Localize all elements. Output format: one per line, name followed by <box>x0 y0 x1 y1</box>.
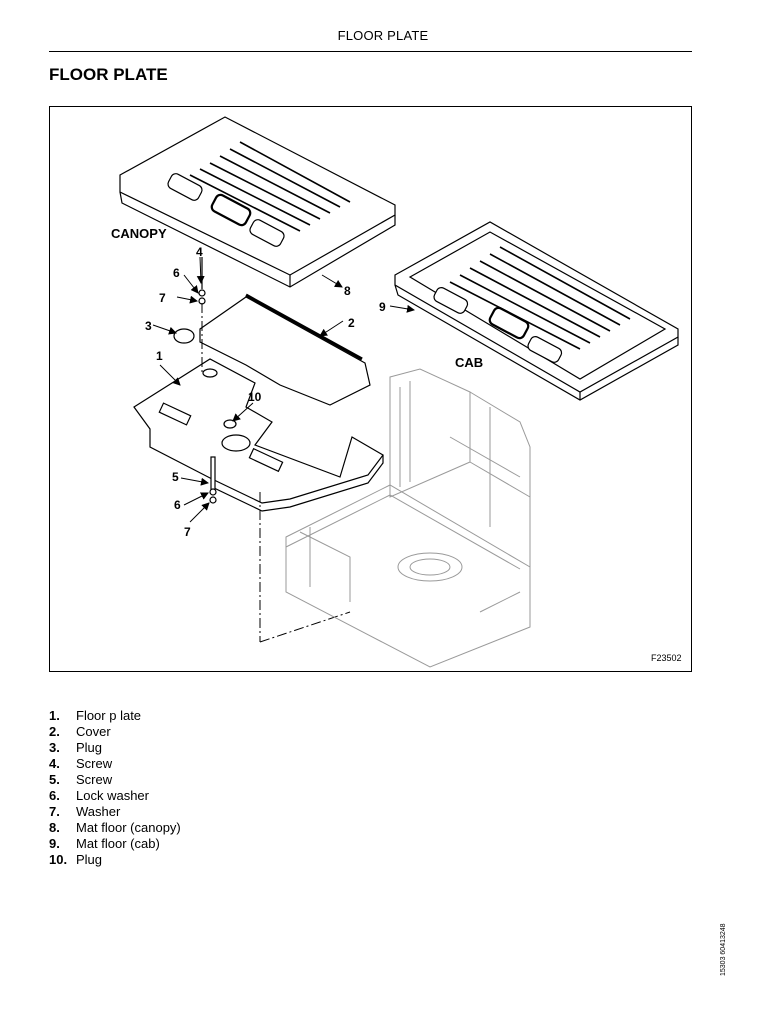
legend-number: 3. <box>49 740 60 755</box>
legend-text: Washer <box>76 804 121 819</box>
legend-number: 4. <box>49 756 60 771</box>
cab-label: CAB <box>455 355 483 370</box>
legend-item: 3. Plug <box>49 740 181 756</box>
legend-text: Plug <box>76 852 103 867</box>
legend-item: 8. Mat floor (canopy) <box>49 820 181 836</box>
leader-lines <box>152 256 415 523</box>
callout-2: 2 <box>348 316 355 330</box>
exploded-view-drawing: CANOPY CAB 1 2 3 4 5 6 6 7 7 8 9 10 F235… <box>111 116 682 668</box>
legend-item: 2. Cover <box>49 724 181 740</box>
document-code: 15303 60413248 <box>720 923 727 976</box>
floor-plate-drawing <box>133 358 384 512</box>
header-rule <box>49 51 692 52</box>
figure-code: F23502 <box>651 653 682 663</box>
frame-drawing <box>285 368 531 668</box>
cover-drawing <box>199 293 371 406</box>
callout-8: 8 <box>344 284 351 298</box>
legend-number: 9. <box>49 836 60 851</box>
legend-text: Mat floor (cab) <box>76 836 160 851</box>
canopy-label: CANOPY <box>111 226 167 241</box>
legend-number: 1. <box>49 708 60 723</box>
callout-10: 10 <box>248 390 262 404</box>
callout-7-upper: 7 <box>159 291 166 305</box>
callout-4: 4 <box>196 245 203 259</box>
legend-item: 10. Plug <box>49 852 181 868</box>
figure-box: CANOPY CAB 1 2 3 4 5 6 6 7 7 8 9 10 F235… <box>49 106 692 672</box>
callout-5: 5 <box>172 470 179 484</box>
cab-mat-drawing <box>394 221 679 401</box>
canopy-mat-drawing <box>119 116 396 288</box>
legend-number: 10. <box>49 852 68 867</box>
legend-item: 1. Floor p late <box>49 708 181 724</box>
legend-text: Lock washer <box>76 788 149 803</box>
legend-text: Plug <box>76 740 103 755</box>
legend-number: 2. <box>49 724 60 739</box>
callout-6-upper: 6 <box>173 266 180 280</box>
callout-9: 9 <box>379 300 386 314</box>
callout-1: 1 <box>156 349 163 363</box>
legend-text: Mat floor (canopy) <box>76 820 181 835</box>
legend-text: Screw <box>76 756 113 771</box>
callout-3: 3 <box>145 319 152 333</box>
legend-item: 7. Washer <box>49 804 181 820</box>
legend-item: 5. Screw <box>49 772 181 788</box>
legend-number: 6. <box>49 788 60 803</box>
legend-text: Cover <box>76 724 111 739</box>
fasteners-drawing <box>173 257 237 504</box>
legend-number: 7. <box>49 804 60 819</box>
callout-6-lower: 6 <box>174 498 181 512</box>
callout-7-lower: 7 <box>184 525 191 539</box>
parts-legend: 1. Floor p late 2. Cover 3. Plug 4. Screw 5.… <box>49 708 181 868</box>
legend-item: 9. Mat floor (cab) <box>49 836 181 852</box>
legend-text: Screw <box>76 772 113 787</box>
section-title: FLOOR PLATE <box>49 65 168 84</box>
legend-text: Floor p late <box>76 708 142 723</box>
legend-item: 4. Screw <box>49 756 181 772</box>
legend-item: 6. Lock washer <box>49 788 181 804</box>
running-header: FLOOR PLATE <box>337 28 429 43</box>
legend-number: 5. <box>49 772 60 787</box>
legend-number: 8. <box>49 820 60 835</box>
